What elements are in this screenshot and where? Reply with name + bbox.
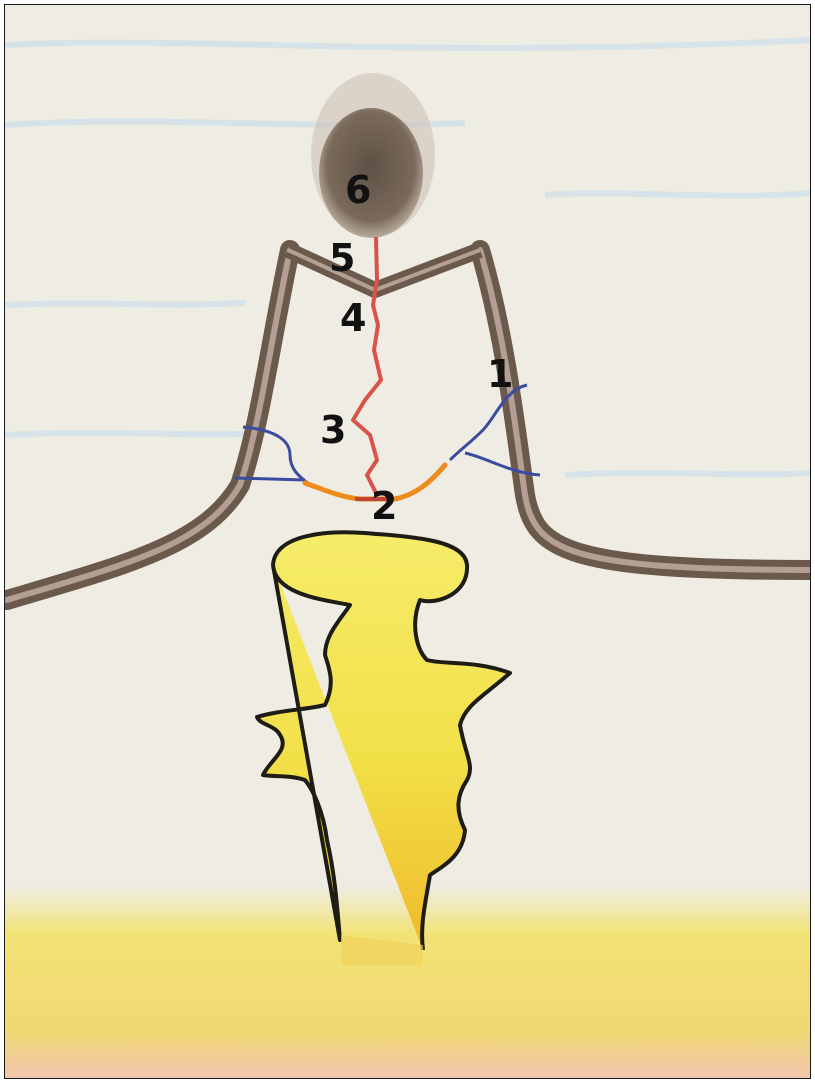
diagram-canvas: 6 5 4 1 3 2 xyxy=(5,5,811,1079)
head-dome xyxy=(311,73,435,238)
label-4: 4 xyxy=(340,296,366,340)
label-5: 5 xyxy=(329,236,355,280)
label-2: 2 xyxy=(371,484,397,528)
label-1: 1 xyxy=(487,352,513,396)
floor-band xyxy=(5,885,811,1079)
drawing-frame: 6 5 4 1 3 2 xyxy=(4,4,811,1079)
label-3: 3 xyxy=(320,408,346,452)
label-6: 6 xyxy=(345,168,371,212)
